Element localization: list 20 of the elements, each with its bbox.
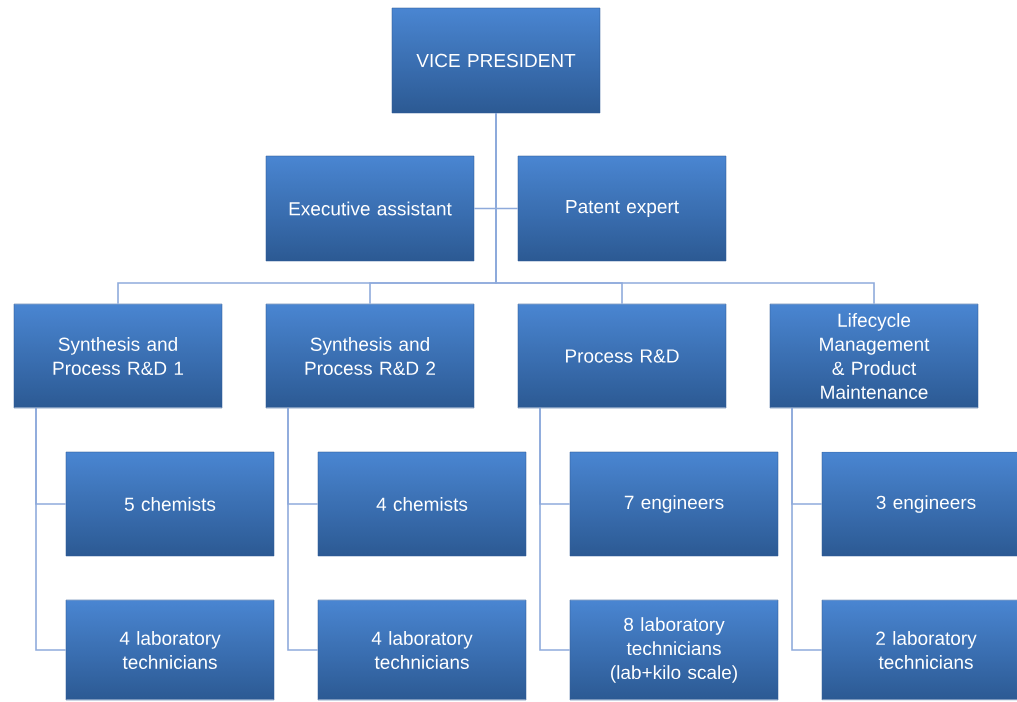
connector-line: [287, 407, 319, 651]
org-box: 7 engineers: [569, 451, 779, 557]
org-box: 4 laboratory technicians: [65, 599, 275, 701]
org-box: VICE PRESIDENT: [391, 7, 601, 114]
org-box: Synthesis and Process R&D 2: [265, 303, 475, 409]
org-box: 4 chemists: [317, 451, 527, 557]
org-box: 5 chemists: [65, 451, 275, 557]
connector-line: [791, 407, 823, 651]
connector-line: [539, 407, 571, 651]
connector-line: [495, 112, 875, 305]
org-box: Lifecycle Management & Product Maintenance: [769, 303, 979, 409]
org-box: Patent expert: [517, 155, 727, 262]
connector-line: [35, 407, 67, 651]
org-box: Process R&D: [517, 303, 727, 409]
org-box: Executive assistant: [265, 155, 475, 262]
org-box: 8 laboratory technicians (lab+kilo scale): [569, 599, 779, 701]
org-box: Synthesis and Process R&D 1: [13, 303, 223, 409]
org-box: 4 laboratory technicians: [317, 599, 527, 701]
org-box: 2 laboratory technicians: [821, 599, 1017, 701]
org-box: 3 engineers: [821, 451, 1017, 557]
